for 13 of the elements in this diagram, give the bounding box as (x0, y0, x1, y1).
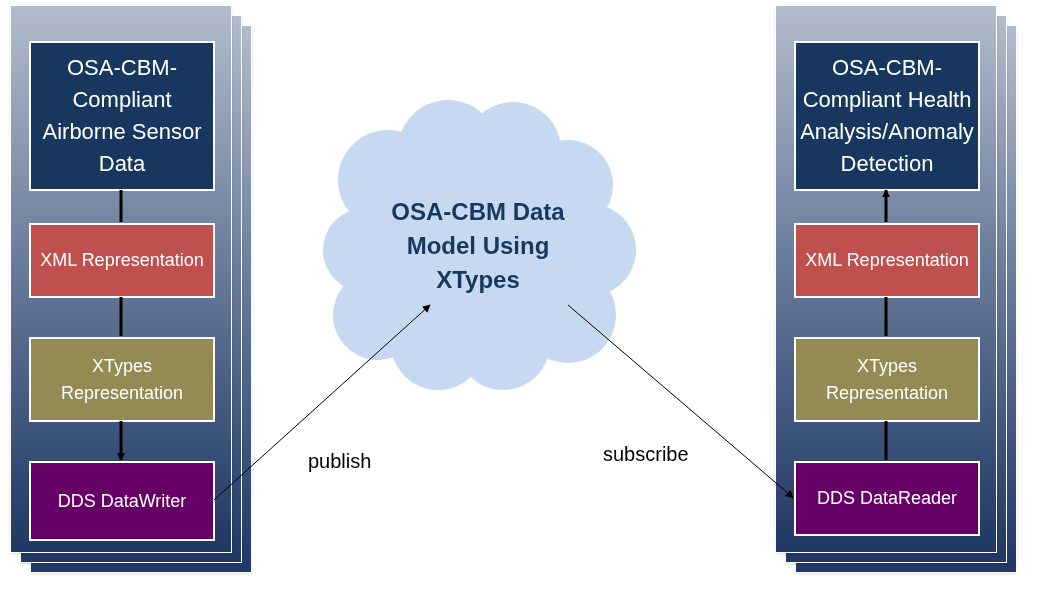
process-box: OSA-CBM-Compliant Health Analysis/Anomaly Detection (794, 41, 980, 191)
process-box: XTypes Representation (794, 337, 980, 422)
arrow (882, 189, 890, 222)
arrow (567, 304, 794, 498)
process-box: XTypes Representation (29, 337, 215, 422)
process-box: DDS DataReader (794, 461, 980, 536)
arrow (213, 304, 431, 501)
process-box: XML Representation (29, 223, 215, 298)
arrow (117, 421, 125, 461)
process-box: XML Representation (794, 223, 980, 298)
cloud-label: OSA-CBM Data Model Using XTypes (390, 197, 566, 295)
process-box: DDS DataWriter (29, 461, 215, 541)
process-box: OSA-CBM-Compliant Airborne Sensor Data (29, 41, 215, 191)
